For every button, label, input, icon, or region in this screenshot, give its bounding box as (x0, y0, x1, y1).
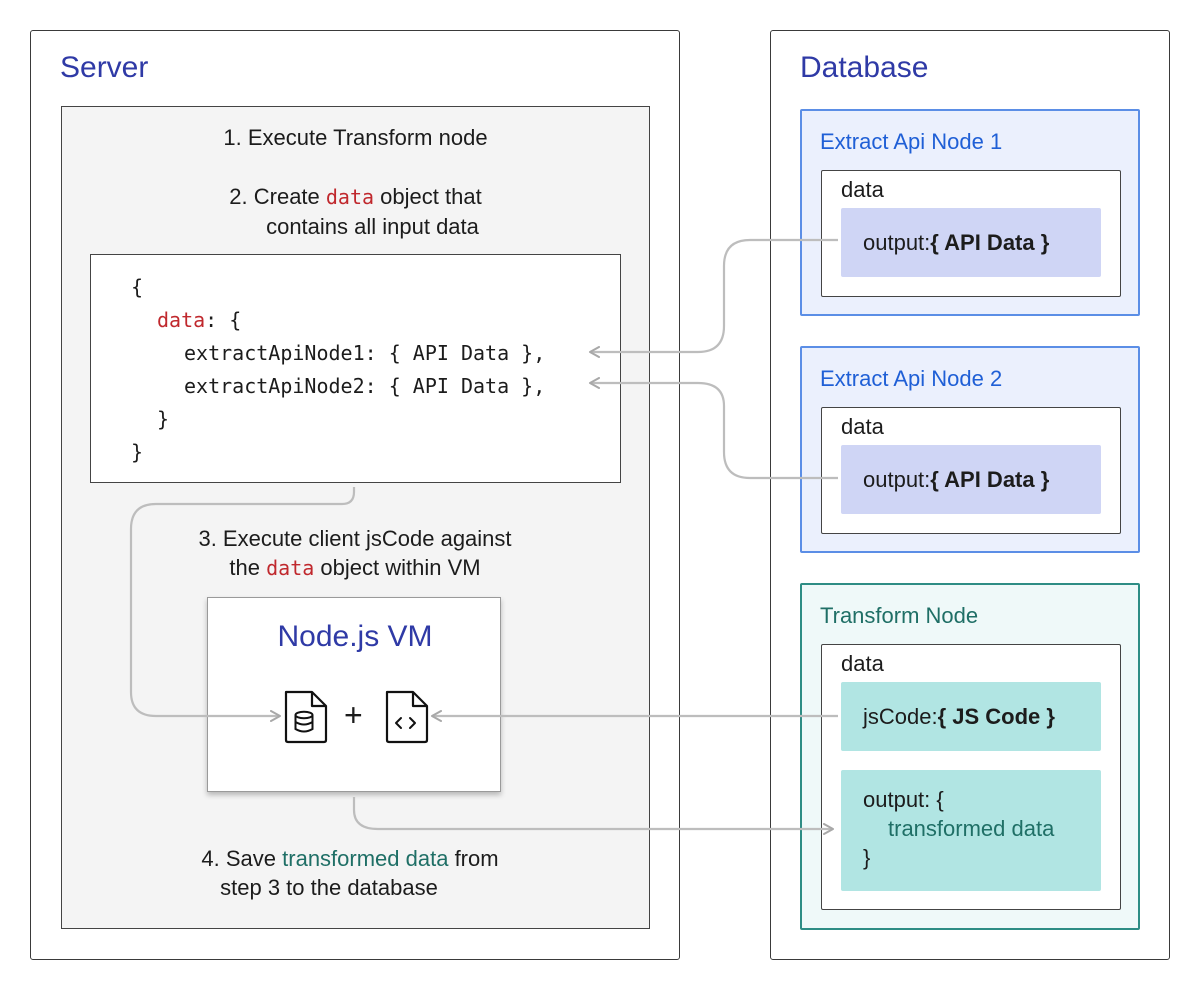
extract-api-node-1: Extract Api Node 1 data output: { API Da… (800, 109, 1140, 316)
code-inner-close-brace: } (157, 407, 170, 431)
code-extract-node-1: extractApiNode1: { API Data }, (184, 341, 546, 365)
step-2-text: 2. Create data object that contains all … (229, 184, 482, 239)
database-title: Database (800, 51, 929, 84)
data-keyword: data (266, 556, 315, 580)
transformed-data-value: transformed data (888, 816, 1055, 841)
transformed-data-highlight: transformed data (282, 846, 449, 871)
node-data-box: data jsCode: { JS Code } output: { trans… (821, 644, 1121, 910)
data-label: data (841, 414, 884, 439)
output-field: output: { API Data } (841, 445, 1101, 514)
data-object-code-block: { data: { extractApiNode1: { API Data },… (90, 254, 621, 483)
plus-sign: + (344, 697, 363, 733)
node-data-box: data output: { API Data } (821, 170, 1121, 297)
step-3-text: 3. Execute client jsCode against the dat… (198, 526, 512, 580)
server-title: Server (60, 51, 149, 84)
code-file-icon (385, 690, 429, 744)
data-label: data (841, 177, 884, 202)
extract-api-node-2: Extract Api Node 2 data output: { API Da… (800, 346, 1140, 553)
data-label: data (841, 651, 884, 676)
step-4-text: 4. Save transformed data from step 3 to … (201, 846, 499, 900)
data-keyword: data (325, 185, 375, 209)
node-title: Extract Api Node 1 (820, 129, 1003, 154)
transform-node: Transform Node data jsCode: { JS Code } … (800, 583, 1140, 930)
code-open-brace: { (131, 275, 144, 299)
node-title: Extract Api Node 2 (820, 366, 1003, 391)
database-file-icon (284, 690, 328, 744)
node-title: Transform Node (820, 603, 979, 628)
transformed-output-field: output: { transformed data } (841, 770, 1101, 891)
code-data-line: data: { (157, 308, 242, 332)
node-data-box: data output: { API Data } (821, 407, 1121, 534)
nodejs-vm-box: Node.js VM + (207, 597, 501, 792)
vm-title: Node.js VM (277, 620, 433, 653)
jscode-field: jsCode: { JS Code } (841, 682, 1101, 751)
code-extract-node-2: extractApiNode2: { API Data }, (184, 374, 546, 398)
output-field: output: { API Data } (841, 208, 1101, 277)
step-1-text: 1. Execute Transform node (223, 125, 488, 150)
code-close-brace: } (131, 440, 144, 464)
